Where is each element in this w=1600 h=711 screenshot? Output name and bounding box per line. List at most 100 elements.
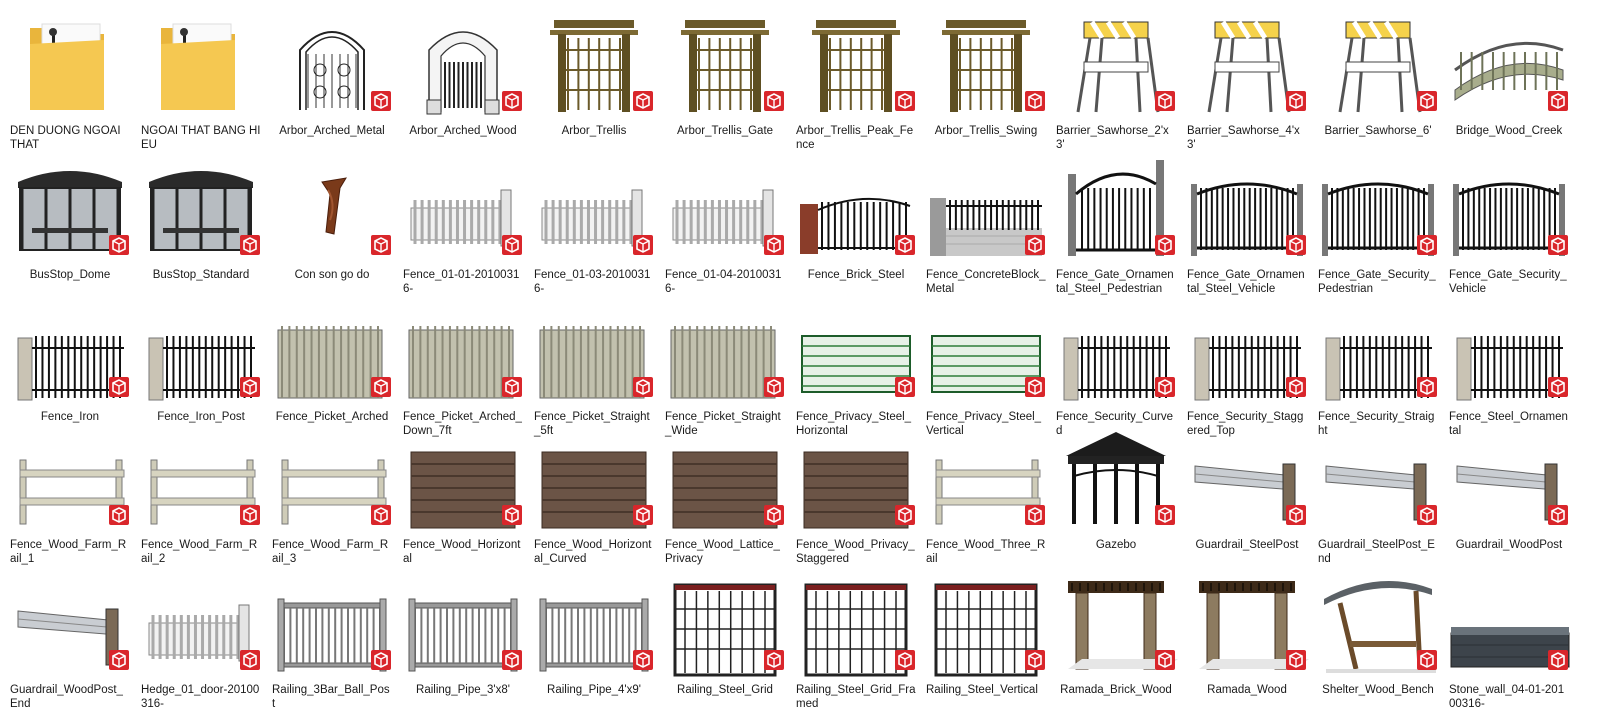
file-item[interactable]: Fence_Gate_Security_Pedestrian xyxy=(1314,150,1442,295)
file-name-label: Railing_Pipe_4'x9' xyxy=(547,684,641,696)
file-item[interactable]: Fence_Wood_Privacy_Staggered xyxy=(792,420,920,565)
file-name-label: Guardrail_SteelPost_End xyxy=(1318,539,1435,565)
file-item[interactable]: Fence_Picket_Arched xyxy=(268,292,396,432)
file-item[interactable]: Fence_Steel_Ornamental xyxy=(1445,292,1573,437)
sketchup-file-icon xyxy=(502,650,522,670)
sketchup-file-icon xyxy=(895,91,915,111)
bridge-icon xyxy=(1447,10,1571,118)
sketchup-file-icon xyxy=(895,235,915,255)
arbor-icon xyxy=(401,10,525,118)
file-item[interactable]: Fence_Gate_Security_Vehicle xyxy=(1445,150,1573,295)
file-item[interactable]: Railing_Pipe_3'x8' xyxy=(399,565,527,705)
file-name-label: Fence_01-04-20100316- xyxy=(665,269,782,295)
file-item[interactable]: Fence_Security_Curved xyxy=(1052,292,1180,437)
file-item[interactable]: Arbor_Trellis_Gate xyxy=(661,6,789,146)
railing-icon xyxy=(663,569,787,677)
file-item[interactable]: Railing_Steel_Grid_Framed xyxy=(792,565,920,710)
file-item[interactable]: Railing_Steel_Grid xyxy=(661,565,789,705)
file-item[interactable]: Fence_Iron_Post xyxy=(137,292,265,432)
file-name-label: Fence_Wood_Horizontal_Curved xyxy=(534,539,652,565)
file-name-label: Arbor_Arched_Metal xyxy=(279,125,385,137)
file-item[interactable]: Bridge_Wood_Creek xyxy=(1445,6,1573,146)
file-item[interactable]: NGOAI THAT BANG HIEU xyxy=(137,6,265,151)
fence-icon xyxy=(663,424,787,532)
fence-icon xyxy=(663,296,787,404)
file-item[interactable]: Arbor_Trellis_Peak_Fence xyxy=(792,6,920,151)
file-name-label: Fence_Picket_Straight_5ft xyxy=(534,411,650,437)
file-name-label: Arbor_Trellis_Peak_Fence xyxy=(796,125,914,151)
sketchup-file-icon xyxy=(1155,650,1175,670)
sketchup-file-icon xyxy=(1155,91,1175,111)
file-item[interactable]: Fence_Privacy_Steel_Horizontal xyxy=(792,292,920,437)
file-item[interactable]: Fence_Gate_Ornamental_Steel_Vehicle xyxy=(1183,150,1311,295)
file-name-label: Railing_3Bar_Ball_Post xyxy=(272,684,390,710)
file-item[interactable]: Fence_01-03-20100316- xyxy=(530,150,658,295)
sketchup-file-icon xyxy=(1417,235,1437,255)
file-name-label: Fence_Gate_Security_Vehicle xyxy=(1449,269,1567,295)
file-item[interactable]: Fence_Wood_Lattice_Privacy xyxy=(661,420,789,565)
sketchup-file-icon xyxy=(1417,377,1437,397)
file-name-label: Railing_Steel_Grid_Framed xyxy=(796,684,916,710)
file-item[interactable]: Fence_Privacy_Steel_Vertical xyxy=(922,292,1050,437)
file-item[interactable]: Guardrail_WoodPost xyxy=(1445,420,1573,560)
file-item[interactable]: Fence_01-04-20100316- xyxy=(661,150,789,295)
fence-icon xyxy=(663,154,787,262)
file-item[interactable]: Fence_Wood_Horizontal xyxy=(399,420,527,565)
file-name-label: Arbor_Trellis xyxy=(561,125,627,137)
file-item[interactable]: Guardrail_SteelPost xyxy=(1183,420,1311,560)
file-item[interactable]: Fence_Wood_Three_Rail xyxy=(922,420,1050,565)
file-item[interactable]: Hedge_01_door-20100316- xyxy=(137,565,265,710)
file-item[interactable]: Railing_Pipe_4'x9' xyxy=(530,565,658,705)
file-item[interactable]: Arbor_Trellis_Swing xyxy=(922,6,1050,146)
file-item[interactable]: Railing_Steel_Vertical xyxy=(922,565,1050,705)
file-name-label: Fence_Picket_Arched_Down_7ft xyxy=(403,411,522,437)
file-item[interactable]: Ramada_Wood xyxy=(1183,565,1311,705)
file-item[interactable]: Fence_Wood_Horizontal_Curved xyxy=(530,420,658,565)
file-item[interactable]: Gazebo xyxy=(1052,420,1180,560)
file-item[interactable]: Shelter_Wood_Bench xyxy=(1314,565,1442,705)
sketchup-file-icon xyxy=(764,377,784,397)
file-item[interactable]: Ramada_Brick_Wood xyxy=(1052,565,1180,705)
file-item[interactable]: Fence_01-01-20100316- xyxy=(399,150,527,295)
sketchup-file-icon xyxy=(1025,235,1045,255)
gate-icon xyxy=(1447,154,1571,262)
file-item[interactable]: Con son go do xyxy=(268,150,396,290)
file-item[interactable]: Arbor_Trellis xyxy=(530,6,658,146)
file-item[interactable]: Fence_Picket_Straight_5ft xyxy=(530,292,658,437)
sketchup-file-icon xyxy=(633,91,653,111)
file-item[interactable]: BusStop_Dome xyxy=(6,150,134,290)
file-item[interactable]: Fence_Wood_Farm_Rail_2 xyxy=(137,420,265,565)
fence-icon xyxy=(794,296,918,404)
file-item[interactable]: Arbor_Arched_Wood xyxy=(399,6,527,146)
file-item[interactable]: DEN DUONG NGOAI THAT xyxy=(6,6,134,151)
file-item[interactable]: Barrier_Sawhorse_4'x3' xyxy=(1183,6,1311,151)
sketchup-file-icon xyxy=(371,505,391,525)
fence-icon xyxy=(1054,296,1178,404)
file-item[interactable]: Fence_Security_Staggered_Top xyxy=(1183,292,1311,437)
sketchup-file-icon xyxy=(502,235,522,255)
sketchup-file-icon xyxy=(109,235,129,255)
file-item[interactable]: Guardrail_WoodPost_End xyxy=(6,565,134,710)
file-item[interactable]: Fence_ConcreteBlock_Metal xyxy=(922,150,1050,295)
file-item[interactable]: Fence_Brick_Steel xyxy=(792,150,920,290)
file-item[interactable]: Guardrail_SteelPost_End xyxy=(1314,420,1442,565)
file-item[interactable]: Barrier_Sawhorse_6' xyxy=(1314,6,1442,146)
file-name-label: Fence_Gate_Ornamental_Steel_Pedestrian xyxy=(1056,269,1174,295)
sketchup-file-icon xyxy=(1025,650,1045,670)
file-item[interactable]: Barrier_Sawhorse_2'x3' xyxy=(1052,6,1180,151)
file-item[interactable]: BusStop_Standard xyxy=(137,150,265,290)
file-item[interactable]: Arbor_Arched_Metal xyxy=(268,6,396,146)
file-name-label: Railing_Pipe_3'x8' xyxy=(416,684,510,696)
file-item[interactable]: Stone_wall_04-01-20100316- xyxy=(1445,565,1573,710)
file-item[interactable]: Fence_Security_Straight xyxy=(1314,292,1442,437)
file-item[interactable]: Fence_Picket_Straight_Wide xyxy=(661,292,789,437)
file-item[interactable]: Fence_Wood_Farm_Rail_3 xyxy=(268,420,396,565)
file-item[interactable]: Fence_Wood_Farm_Rail_1 xyxy=(6,420,134,565)
file-item[interactable]: Fence_Iron xyxy=(6,292,134,432)
file-item[interactable]: Fence_Picket_Arched_Down_7ft xyxy=(399,292,527,437)
file-item[interactable]: Fence_Gate_Ornamental_Steel_Pedestrian xyxy=(1052,150,1180,295)
file-name-label: Fence_Gate_Security_Pedestrian xyxy=(1318,269,1436,295)
arbor-icon xyxy=(270,10,394,118)
file-name-label: Fence_Iron xyxy=(40,411,100,423)
file-item[interactable]: Railing_3Bar_Ball_Post xyxy=(268,565,396,710)
